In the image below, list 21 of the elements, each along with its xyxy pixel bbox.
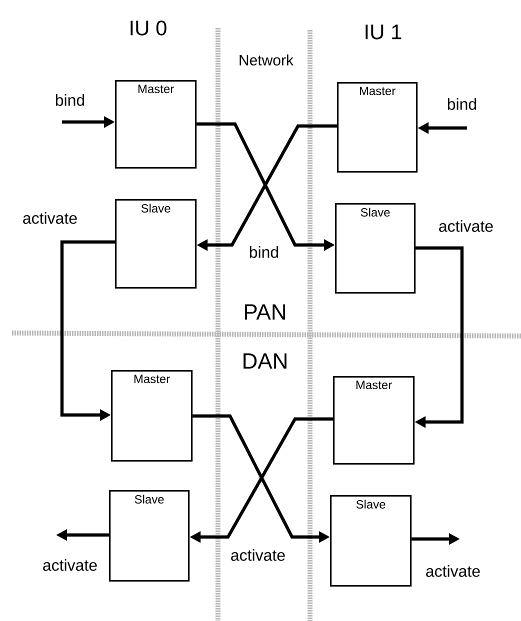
process-box: Master — [111, 370, 193, 462]
process-box: Slave — [115, 199, 197, 289]
edge-label: bind — [448, 98, 476, 110]
text-label: activate — [228, 548, 288, 562]
process-box: Master — [337, 82, 418, 173]
edge-label: activate — [23, 212, 77, 224]
process-box: Master — [115, 80, 197, 169]
edge-label: bind — [56, 94, 84, 106]
edge-label: activate — [426, 565, 480, 577]
text-label: bind — [247, 244, 281, 260]
process-box: Slave — [330, 495, 412, 587]
process-box: Master — [333, 376, 415, 465]
text-label: DAN — [240, 352, 290, 370]
text-label: Network — [237, 53, 295, 68]
edge-label: activate — [439, 220, 493, 232]
process-box: Slave — [109, 490, 190, 582]
text-label: PAN — [242, 302, 288, 322]
process-box: Slave — [335, 203, 416, 294]
text-label: IU 0 — [127, 19, 169, 37]
text-label: IU 1 — [362, 23, 404, 41]
edge-label: activate — [43, 559, 97, 571]
